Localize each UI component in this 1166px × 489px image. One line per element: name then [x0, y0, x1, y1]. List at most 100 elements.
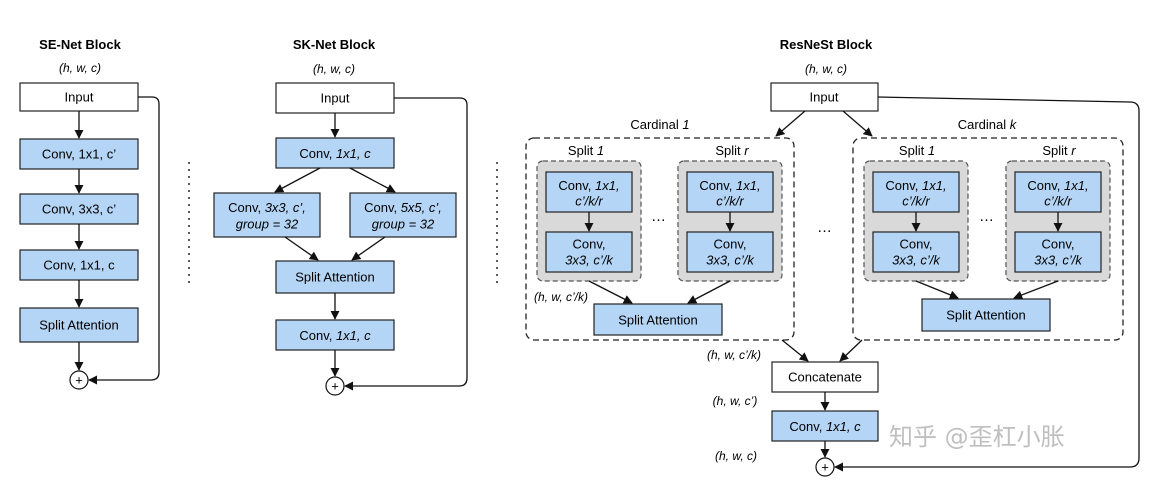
resnest-title: ResNeSt Block: [780, 37, 873, 52]
c1-split-r-label: Split r: [715, 143, 749, 158]
resnest-input-dims: (h, w, c): [805, 62, 847, 76]
sk-net-block: SK-Net Block (h, w, c) Input Conv, 1x1, …: [213, 37, 468, 396]
sk-conv-top-label: Conv, 1x1, c: [299, 146, 371, 161]
se-conv3-label: Conv, 1x1, c: [43, 258, 115, 273]
c1sr-conv-a-line2: c’/k/r: [716, 194, 744, 209]
c1s1-conv-a-line2: c’/k/r: [575, 194, 603, 209]
ck-split-1-label: Split 1: [899, 143, 935, 158]
se-conv2-label: Conv, 3x3, c’: [42, 202, 116, 217]
cks1-conv-b-box: [872, 231, 960, 273]
cks1-conv-a-line2: c’/k/r: [902, 194, 930, 209]
se-attn-label: Split Attention: [39, 318, 119, 333]
cardinal-1-group: [525, 137, 795, 341]
split-dims-label: (h, w, c’/k): [534, 290, 588, 304]
final-conv-box: [771, 410, 879, 442]
cksr-conv-b-line2: 3x3, c’/k: [1034, 253, 1083, 268]
se-conv1-label: Conv, 1x1, c’: [42, 147, 116, 162]
concatenate-box: [771, 361, 879, 393]
cksr-conv-b-line1: Conv,: [1042, 237, 1075, 252]
cks1-conv-b-line1: Conv,: [900, 237, 933, 252]
se-add-symbol: +: [75, 373, 83, 388]
sk-skip-connection: [344, 97, 468, 391]
output-dims-label: (h, w, c): [715, 449, 757, 463]
sk-add-symbol: +: [331, 379, 339, 394]
sk-edge-merge-left: [284, 236, 319, 261]
c1-attn-box: [593, 303, 723, 336]
resnest-skip-connection: [834, 96, 1140, 472]
concatenate-label: Concatenate: [788, 370, 862, 385]
c1s1-conv-b-line2: 3x3, c’/k: [565, 253, 614, 268]
ck-attn-box: [921, 298, 1051, 332]
ck-ellipsis: …: [979, 208, 995, 225]
c1sr-conv-a-box: [686, 171, 774, 213]
sk-branch-5x5-line1: Conv, 5x5, c’,: [364, 200, 442, 215]
resnest-block: ResNeSt Block (h, w, c) Input Cardinal 1…: [525, 37, 1140, 477]
resnest-input-box: [770, 82, 879, 112]
c1s1-conv-b-line1: Conv,: [573, 237, 606, 252]
c1s1-conv-a-box: [545, 171, 633, 213]
sk-conv-top-box: [275, 137, 395, 169]
cksr-conv-a-line1: Conv, 1x1,: [1027, 178, 1088, 193]
sk-conv-bot-box: [275, 319, 395, 351]
c1sr-conv-b-line2: 3x3, c’/k: [706, 253, 755, 268]
se-add-node: [69, 370, 89, 390]
cardinal-1-label: Cardinal 1: [630, 117, 689, 132]
sk-branch-3x3-box: [213, 192, 321, 238]
c1sr-conv-a-line1: Conv, 1x1,: [699, 178, 760, 193]
sk-branch-5x5-line2: group = 32: [372, 217, 435, 232]
watermark: 知乎 @歪杠小胀: [889, 423, 1065, 451]
final-conv-label: Conv, 1x1, c: [789, 419, 861, 434]
resnest-input-label: Input: [810, 90, 839, 105]
cardinal-k-to-concat-edge: [839, 339, 863, 362]
cksr-conv-b-box: [1014, 231, 1102, 273]
input-to-cardinal-k-edge: [842, 110, 873, 137]
sk-branch-3x3-line2: group = 32: [236, 217, 299, 232]
ck-edge-to-attn-right: [1013, 280, 1059, 300]
sk-conv-bot-label: Conv, 1x1, c: [299, 328, 371, 343]
se-conv1-box: [19, 138, 139, 170]
sk-attn-label: Split Attention: [295, 270, 375, 285]
cks1-conv-b-line2: 3x3, c’/k: [892, 253, 941, 268]
c1s1-conv-b-box: [545, 231, 633, 273]
ck-split-r-label: Split r: [1042, 143, 1076, 158]
se-net-block: SE-Net Block (h, w, c) Input Conv, 1x1, …: [19, 37, 160, 390]
se-input-box: [19, 82, 139, 112]
se-input-label: Input: [65, 90, 94, 105]
c1-edge-to-attn-right: [687, 280, 731, 304]
resnest-add-node: [815, 457, 835, 477]
cardinal-k-group: [852, 137, 1124, 341]
cksr-conv-a-line2: c’/k/r: [1044, 194, 1072, 209]
c1-edge-to-attn-left: [588, 280, 633, 304]
cardinal-ellipsis: …: [817, 219, 833, 236]
sk-input-dims: (h, w, c): [313, 62, 355, 76]
cks1-conv-a-line1: Conv, 1x1,: [885, 178, 946, 193]
sk-edge-merge-right: [351, 236, 386, 261]
se-net-title: SE-Net Block: [39, 37, 121, 52]
c1-ellipsis: …: [651, 208, 667, 225]
c1s1-conv-a-line1: Conv, 1x1,: [558, 178, 619, 193]
sk-branch-3x3-line1: Conv, 3x3, c’,: [228, 200, 306, 215]
sk-branch-5x5-box: [349, 192, 457, 238]
c1-split-1-label: Split 1: [568, 143, 604, 158]
sk-add-node: [325, 376, 345, 396]
cardinal-dims-label: (h, w, c’/k): [707, 348, 761, 362]
sk-net-title: SK-Net Block: [293, 37, 376, 52]
cardinal-1-to-concat-edge: [781, 339, 809, 362]
c1sr-conv-b-box: [686, 231, 774, 273]
se-skip-connection: [88, 96, 160, 385]
se-conv3-box: [19, 249, 139, 281]
cks1-conv-a-box: [872, 171, 960, 213]
se-input-dims: (h, w, c): [59, 61, 101, 75]
cardinal-k-label: Cardinal k: [958, 117, 1018, 132]
sk-edge-split-left: [274, 167, 321, 193]
c1sr-conv-b-line1: Conv,: [714, 237, 747, 252]
cksr-conv-a-box: [1014, 171, 1102, 213]
ck-edge-to-attn-left: [915, 280, 959, 300]
sk-edge-split-right: [349, 167, 396, 193]
input-to-cardinal-1-edge: [775, 110, 806, 137]
concat-dims-label: (h, w, c’): [713, 394, 758, 408]
sk-input-label: Input: [321, 91, 350, 106]
c1-attn-label: Split Attention: [618, 313, 698, 328]
resnest-add-symbol: +: [821, 460, 829, 475]
